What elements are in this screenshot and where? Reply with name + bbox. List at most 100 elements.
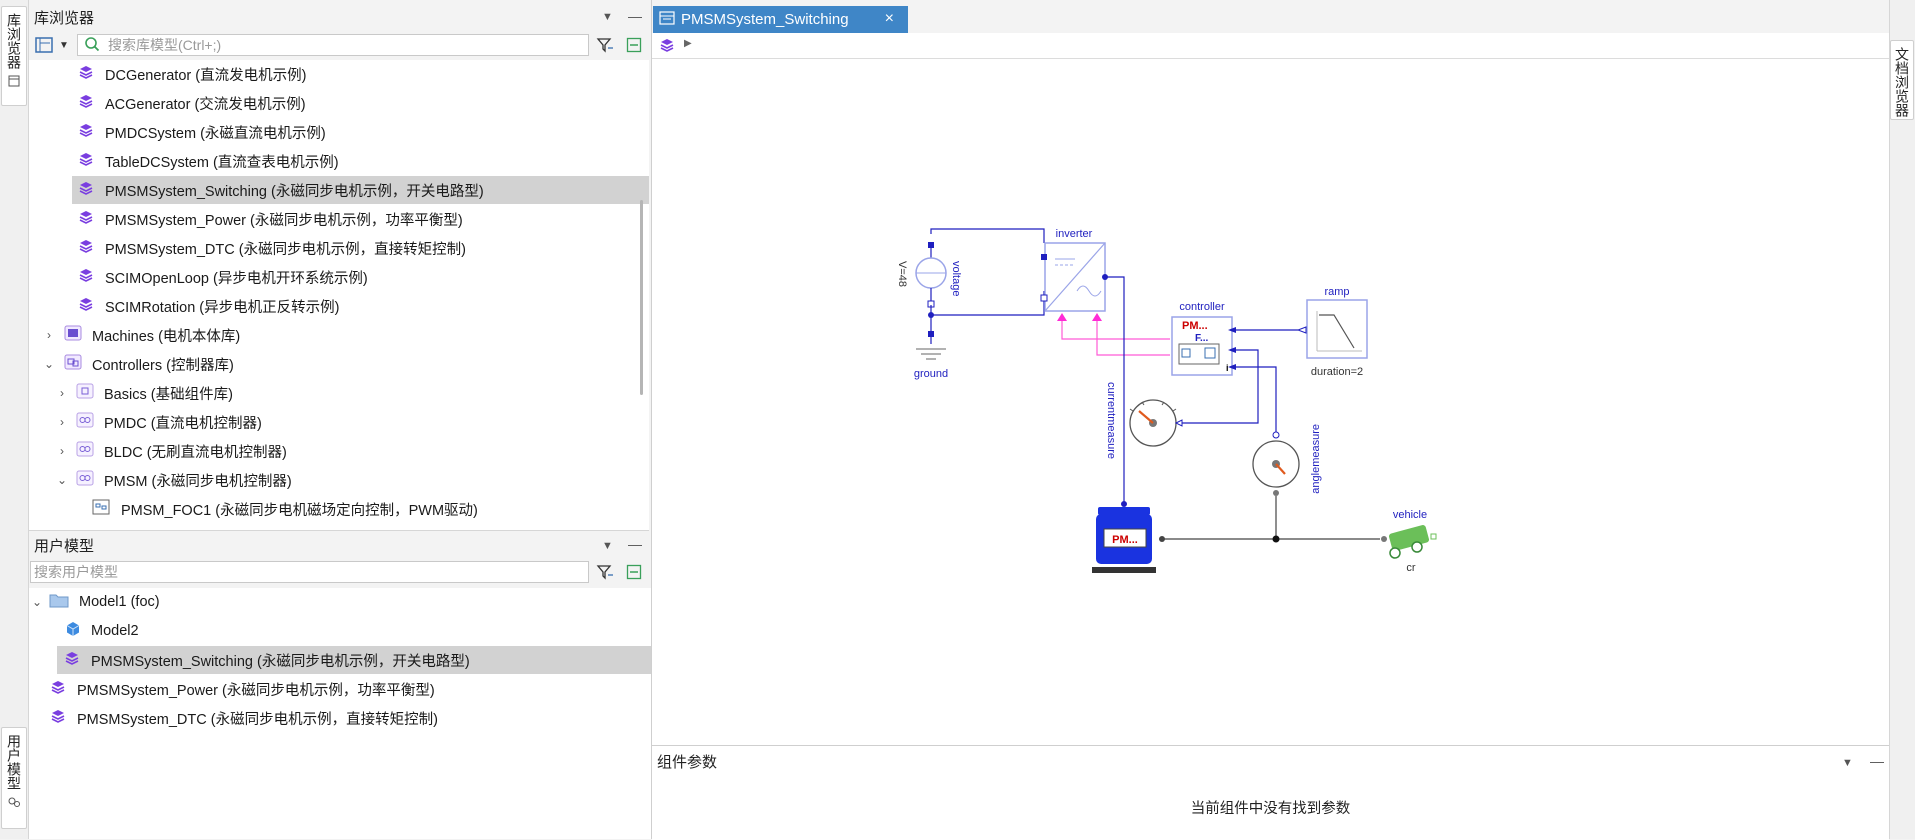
tree-item-controllers[interactable]: ⌄ Controllers (控制器库) [29,350,649,378]
breadcrumb-expand-icon[interactable]: ▶ [684,38,692,49]
tree-item-pmsm[interactable]: ⌄ PMSM (永磁同步电机控制器) [29,466,649,494]
breadcrumb-package-icon[interactable] [660,38,674,55]
chevron-down-icon[interactable]: ⌄ [43,357,55,371]
panel-divider [29,530,649,531]
package-layers-icon [79,65,93,83]
collapse-all-icon[interactable] [626,37,642,56]
tree-item-pmsmsystem-switching[interactable]: PMSMSystem_Switching (永磁同步电机示例，开关电路型) [72,176,649,204]
library-view-mode-icon[interactable] [34,35,54,58]
tree-item-pmsmsystem-power[interactable]: PMSMSystem_Power (永磁同步电机示例，功率平衡型) [29,205,649,233]
user-tree-item-model1[interactable]: ⌄ Model1 (foc) [31,592,160,612]
library-scrollbar[interactable] [640,200,643,395]
pmdc-package-icon [76,412,94,432]
splitter[interactable] [651,0,652,839]
panel-minimize-icon[interactable]: — [1870,753,1884,769]
tree-item-scimrotation[interactable]: SCIMRotation (异步电机正反转示例) [29,292,649,320]
user-tree-item-model2[interactable]: Model2 [29,617,652,645]
user-tree-item-pmsmsystem-switching[interactable]: PMSMSystem_Switching (永磁同步电机示例，开关电路型) [57,646,652,674]
panel-minimize-icon[interactable]: — [628,8,642,24]
user-models-search-input[interactable] [31,563,588,581]
package-layers-icon [65,651,79,669]
ramp-label: ramp [1324,286,1349,298]
ground-label: ground [914,368,948,380]
library-search-input[interactable] [106,36,588,54]
params-title: 组件参数 [657,754,718,771]
package-layers-icon [79,268,93,286]
voltage-param-label: V=48 [896,261,908,287]
library-panel-header: 库浏览器 [29,5,654,29]
panel-minimize-icon[interactable]: — [628,536,642,552]
motor-icon-text: PM... [1112,534,1138,546]
block-model-icon [91,498,111,520]
tree-item-bldc[interactable]: › BLDC (无刷直流电机控制器) [29,437,649,465]
tree-item-dcgenerator[interactable]: DCGenerator (直流发电机示例) [29,60,649,88]
chevron-right-icon[interactable]: › [60,415,64,429]
tree-item-machines[interactable]: › Machines (电机本体库) [29,321,649,349]
diagram-canvas[interactable]: voltage V=48 ground inverter [652,58,1889,746]
user-models-search-field[interactable] [30,561,589,583]
editor-tab-pmsmsystem-switching[interactable]: PMSMSystem_Switching × [653,6,908,33]
user-models-panel-header: 用户模型 [29,533,654,557]
collapse-all-icon[interactable] [626,564,642,583]
pmsm-motor[interactable]: PM... [1092,507,1165,573]
params-empty-message: 当前组件中没有找到参数 [1190,801,1351,817]
chevron-down-icon[interactable]: ⌄ [31,595,43,609]
search-icon [84,36,100,55]
ramp-param-label: duration=2 [1311,366,1363,378]
panel-menu-icon[interactable]: ▼ [602,540,613,552]
user-models-panel-title: 用户模型 [34,537,95,555]
chevron-right-icon[interactable]: › [47,328,51,342]
chevron-right-icon[interactable]: › [60,444,64,458]
chevron-down-icon[interactable]: ⌄ [56,473,68,487]
controller-icon-text-a: PM... [1182,320,1208,332]
chevron-right-icon[interactable]: › [60,386,64,400]
current-sensor[interactable]: currentmeasure [1105,382,1183,459]
vehicle-label: vehicle [1393,509,1427,521]
angle-sensor[interactable]: anglemeasure [1252,424,1322,496]
view-mode-dropdown-icon[interactable]: ▼ [59,40,69,51]
user-models-side-tab[interactable]: 用户模型 [1,727,27,829]
inverter-component[interactable]: inverter [1040,228,1108,321]
ground-component[interactable]: ground [914,305,948,380]
tree-item-pmdc[interactable]: › PMDC (直流电机控制器) [29,408,649,436]
user-tree-item-pmsmsystem-power[interactable]: PMSMSystem_Power (永磁同步电机示例，功率平衡型) [29,675,652,703]
svg-text:i: i [1226,363,1229,373]
voltage-source[interactable]: voltage V=48 [896,242,962,308]
panel-menu-icon[interactable]: ▼ [602,11,613,23]
package-layers-icon [51,680,65,698]
tree-item-pmsm-foc1[interactable]: PMSM_FOC1 (永磁同步电机磁场定向控制，PWM驱动) [29,495,649,523]
component-parameters-panel: 组件参数 ▼ — 当前组件中没有找到参数 [652,745,1889,840]
user-models-tree: ⌄ Model1 (foc) Model2 PMSMSystem_Switchi… [29,588,652,839]
package-layers-icon [79,239,93,257]
user-tree-item-pmsmsystem-dtc[interactable]: PMSMSystem_DTC (永磁同步电机示例，直接转矩控制) [29,704,652,732]
tree-item-scimopenloop[interactable]: SCIMOpenLoop (异步电机开环系统示例) [29,263,649,291]
controller-package-icon [64,354,82,374]
folder-icon [49,592,69,612]
tree-item-pmsmsystem-dtc[interactable]: PMSMSystem_DTC (永磁同步电机示例，直接转矩控制) [29,234,649,262]
bldc-package-icon [76,441,94,461]
voltage-label: voltage [950,261,962,296]
tree-item-pmdcsystem[interactable]: PMDCSystem (永磁直流电机示例) [29,118,649,146]
vehicle-param-label: cr [1406,562,1416,574]
filter-icon[interactable] [596,563,614,584]
library-browser-side-tab[interactable]: 库浏览器 [1,6,27,106]
filter-icon[interactable] [596,36,614,57]
close-tab-icon[interactable]: × [884,10,894,27]
package-layers-icon [79,210,93,228]
machine-package-icon [64,325,82,345]
tree-item-tabledcsystem[interactable]: TableDCSystem (直流查表电机示例) [29,147,649,175]
tree-item-basics[interactable]: › Basics (基础组件库) [29,379,649,407]
diagram-tab-icon [659,10,675,29]
package-layers-icon [79,181,93,199]
ramp-component[interactable]: ramp duration=2 [1296,286,1368,378]
package-layers-icon [79,94,93,112]
tree-item-acgenerator[interactable]: ACGenerator (交流发电机示例) [29,89,649,117]
document-browser-side-tab[interactable]: 文档浏览器 [1890,40,1914,120]
panel-menu-icon[interactable]: ▼ [1842,757,1853,769]
library-search-field[interactable] [77,34,589,56]
vehicle-component[interactable]: vehicle cr [1381,509,1437,574]
controller-component[interactable]: PM... F... controller i [1171,301,1236,376]
library-tree: DCGenerator (直流发电机示例) ACGenerator (交流发电机… [29,60,649,530]
model-cube-icon [65,621,81,641]
breadcrumb-bar: ▶ [652,33,1889,58]
